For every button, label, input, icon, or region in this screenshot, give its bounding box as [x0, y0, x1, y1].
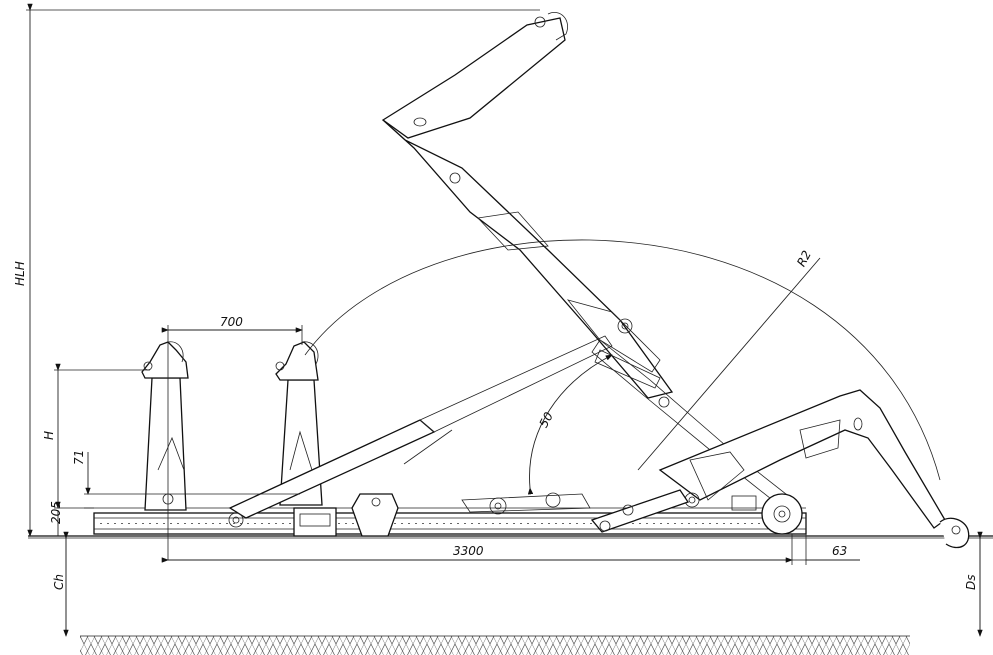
- d3300-label: 3300: [453, 544, 484, 558]
- dim-700: [161, 325, 303, 560]
- h-label: H: [42, 431, 56, 440]
- d700-label: 700: [220, 315, 243, 329]
- hook-arm-retracted: [141, 341, 189, 511]
- rear-roller: [761, 493, 803, 535]
- dim-h: [54, 363, 150, 509]
- boom-arm-raised: [381, 12, 674, 408]
- hydraulic-cylinder: [228, 335, 613, 528]
- angle-50-label: 50: [536, 410, 556, 430]
- r2-label: R2: [794, 248, 814, 269]
- dim-3300: [161, 534, 807, 565]
- ch-label: Ch: [52, 574, 66, 590]
- dim-71: [84, 452, 300, 509]
- swing-arc: [304, 239, 941, 481]
- ds-label: Ds: [964, 575, 978, 591]
- d63-label: 63: [832, 544, 847, 558]
- angle-50-arc: [527, 354, 613, 495]
- d205-label: 205: [49, 501, 63, 524]
- dim-hlh: [26, 3, 540, 537]
- ground-hatching: [80, 635, 910, 655]
- radius-line: [637, 257, 821, 471]
- d71-label: 71: [72, 450, 86, 465]
- chassis-frame: [28, 535, 993, 636]
- locking-mechanism: [293, 489, 757, 537]
- subframe-rail: [93, 507, 807, 535]
- hlh-label: HLH: [13, 261, 27, 286]
